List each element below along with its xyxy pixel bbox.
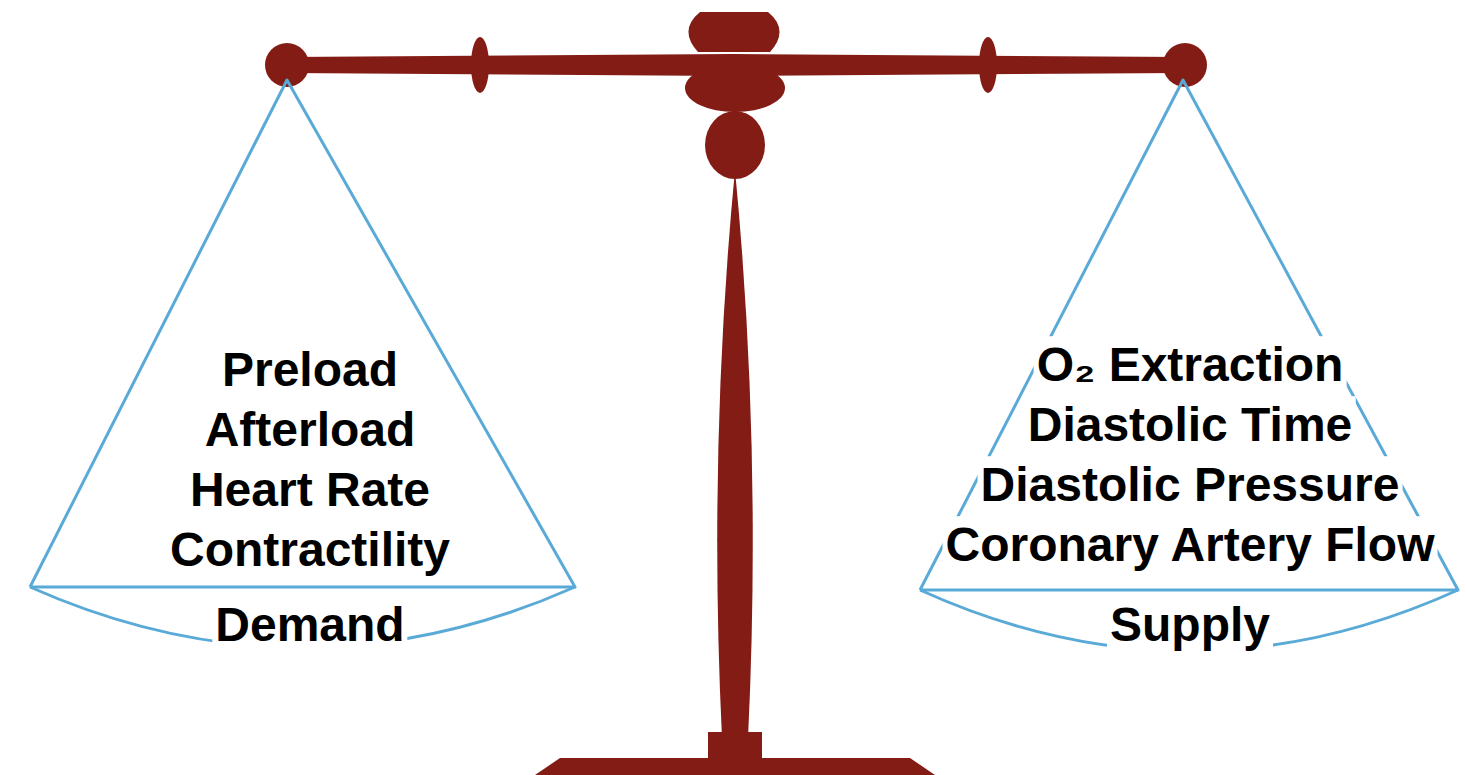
factor-text: Diastolic Time — [1025, 396, 1356, 454]
supply-pan: O₂ ExtractionDiastolic TimeDiastolic Pre… — [916, 78, 1462, 658]
scale-base — [535, 758, 935, 775]
beam-collar — [979, 37, 997, 93]
factor-text: Coronary Artery Flow — [943, 516, 1438, 574]
pan-strings — [30, 80, 575, 587]
scale-post — [717, 170, 753, 738]
factor-text: Diastolic Pressure — [978, 456, 1403, 514]
post-foot — [708, 732, 762, 762]
beam-knob — [1163, 43, 1207, 87]
factor-text: Preload — [219, 341, 401, 399]
pivot-cap — [688, 12, 779, 52]
factor-text: Contractility — [167, 521, 453, 579]
factor-text: Heart Rate — [187, 461, 433, 519]
factor-text: Afterload — [202, 401, 419, 459]
factor-text: O₂ Extraction — [1034, 336, 1347, 394]
pivot-ring — [685, 64, 785, 112]
beam-collar — [471, 37, 489, 93]
pan-heading: Demand — [212, 596, 407, 654]
pan-strings — [920, 80, 1458, 590]
demand-pan: PreloadAfterloadHeart RateContractilityD… — [28, 78, 580, 658]
pivot-knob — [705, 111, 765, 179]
pan-heading: Supply — [1107, 596, 1273, 654]
